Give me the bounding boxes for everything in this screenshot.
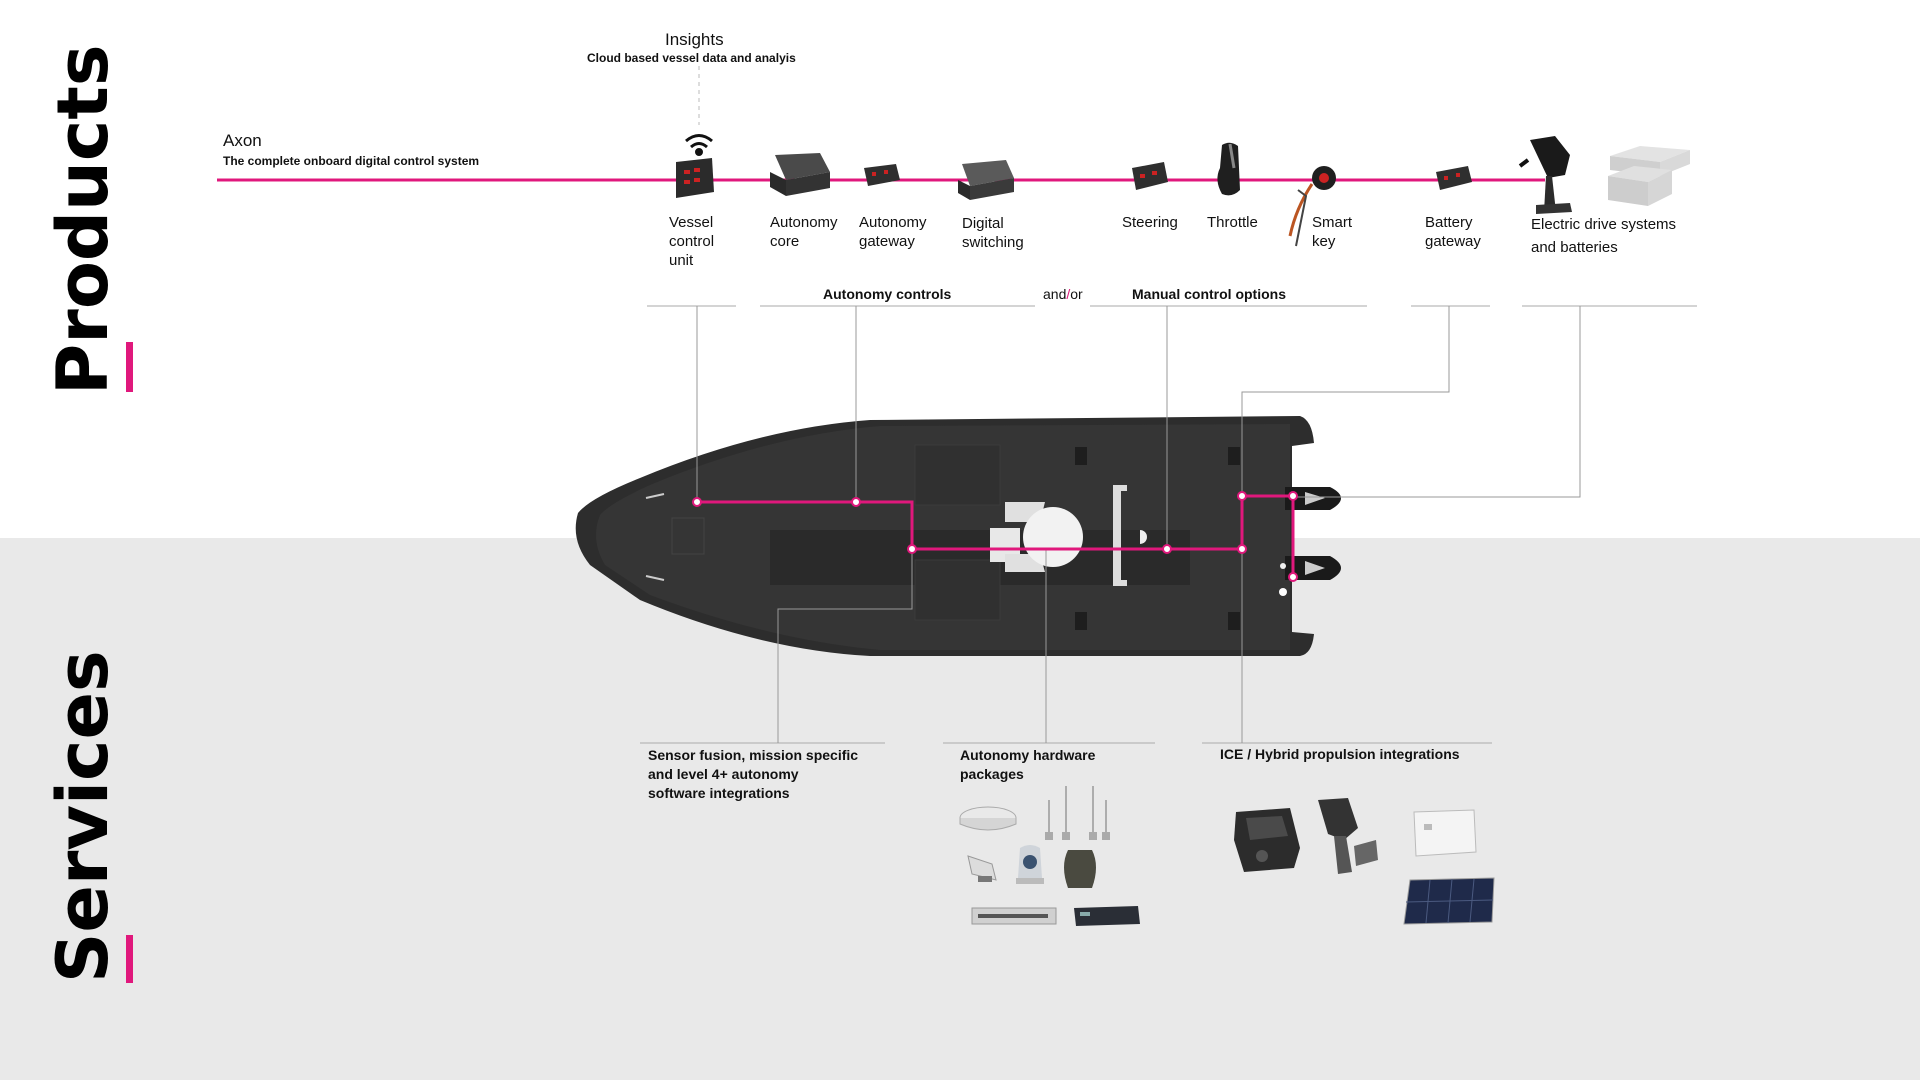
- computer-box-device: [1074, 906, 1140, 926]
- bag-device: [1064, 850, 1096, 888]
- service-sensor-fusion: Sensor fusion, mission specific and leve…: [648, 747, 859, 801]
- label-autonomy-core: Autonomy core: [770, 214, 838, 250]
- digital-switching-device: [958, 160, 1014, 200]
- autonomy-gateway-device: [864, 164, 900, 186]
- services-accent-bar: [126, 935, 133, 983]
- group-manual-control-options: Manual control options: [1132, 286, 1286, 302]
- label-throttle: Throttle: [1207, 214, 1258, 231]
- network-switch-device: [971, 907, 1057, 925]
- label-electric-drive: Electric drive systems and batteries: [1531, 216, 1677, 256]
- group-autonomy-controls: Autonomy controls: [823, 286, 952, 302]
- security-camera-device: [967, 855, 997, 882]
- sterndrive-device: [1318, 798, 1378, 874]
- label-battery-gateway: Battery gateway: [1425, 214, 1481, 250]
- radar-device: [959, 806, 1017, 831]
- antenna-array: [1048, 786, 1107, 832]
- label-smart-key: Smart key: [1312, 214, 1353, 250]
- label-vessel-control-unit: Vessel control unit: [669, 214, 715, 269]
- battery-gateway-device: [1436, 166, 1472, 190]
- label-digital-switching: Digital switching: [962, 215, 1024, 251]
- inverter-cabinet-device: [1413, 809, 1477, 857]
- vessel-control-unit-device: [676, 158, 714, 198]
- insights-title: Insights: [665, 30, 724, 49]
- boat-hull: [575, 416, 1341, 656]
- steering-device: [1132, 162, 1168, 190]
- axon-title: Axon: [223, 131, 262, 150]
- autonomy-core-device: [770, 153, 830, 196]
- solar-panel-device: [1403, 877, 1495, 925]
- battery-pack-device: [1608, 146, 1690, 206]
- throttle-device: [1217, 142, 1240, 196]
- insights-subtitle: Cloud based vessel data and analyis: [587, 51, 796, 65]
- engine-block-device: [1234, 808, 1300, 872]
- group-and-or: and/or: [1043, 286, 1083, 302]
- ptz-camera-device: [1016, 845, 1044, 884]
- label-steering: Steering: [1122, 214, 1178, 231]
- label-autonomy-gateway: Autonomy gateway: [859, 214, 927, 250]
- axon-subtitle: The complete onboard digital control sys…: [223, 154, 480, 168]
- electric-outboard-device: [1518, 136, 1572, 214]
- wifi-icon: [685, 134, 713, 156]
- smart-key-device: [1288, 166, 1336, 247]
- service-propulsion: ICE / Hybrid propulsion integrations: [1220, 746, 1460, 762]
- products-accent-bar: [126, 342, 133, 392]
- service-autonomy-hardware: Autonomy hardware packages: [960, 747, 1096, 782]
